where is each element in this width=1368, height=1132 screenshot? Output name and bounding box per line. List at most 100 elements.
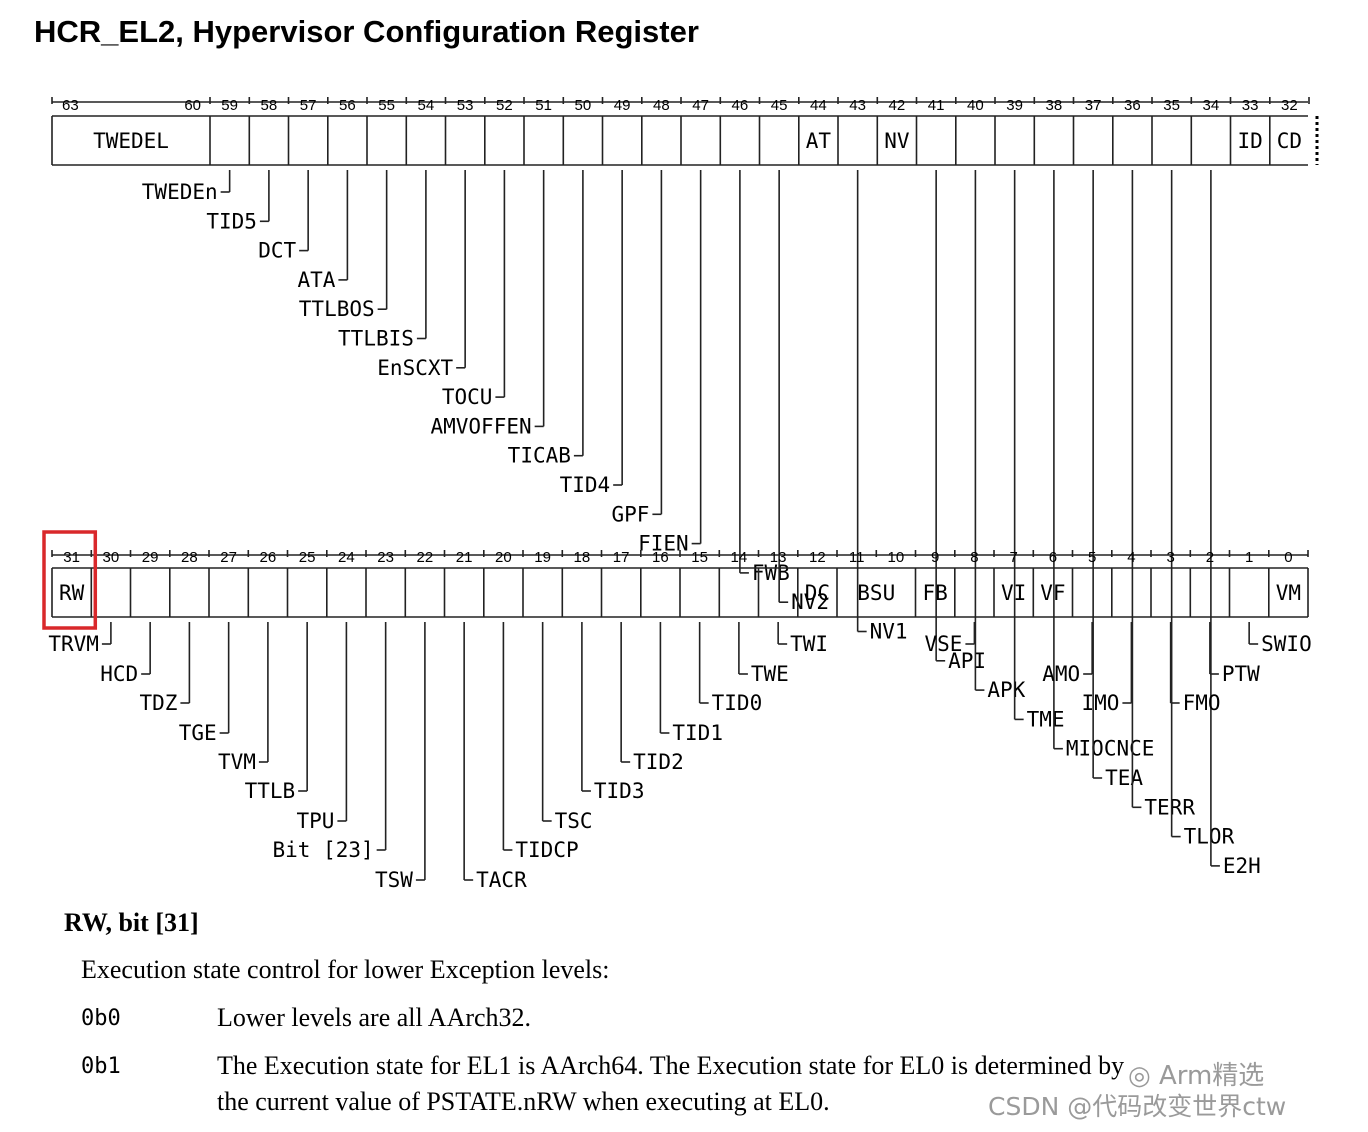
highlight-box bbox=[42, 530, 98, 630]
encoding-value: 0b0 bbox=[81, 1006, 121, 1031]
bit-number: 24 bbox=[338, 549, 355, 566]
field-callout: TIDCP bbox=[515, 838, 578, 862]
field-label: ID bbox=[1238, 129, 1263, 153]
field-callout: TID1 bbox=[672, 721, 723, 745]
bit-number: 29 bbox=[142, 549, 159, 566]
field-callout: IMO bbox=[1081, 691, 1119, 715]
bit-number: 10 bbox=[888, 549, 905, 566]
field-callout: HCD bbox=[100, 662, 138, 686]
field-label: FB bbox=[923, 581, 948, 605]
bit-number: 17 bbox=[613, 549, 630, 566]
field-callout: TVM bbox=[218, 750, 256, 774]
field-callout: PTW bbox=[1222, 662, 1260, 686]
field-callout: APK bbox=[987, 678, 1025, 702]
bit-number: 4 bbox=[1127, 549, 1135, 566]
bit-number: 21 bbox=[456, 549, 473, 566]
field-callout: TEA bbox=[1105, 766, 1143, 790]
field-callout: NV1 bbox=[870, 620, 908, 644]
field-callout: GPF bbox=[611, 502, 649, 526]
field-callout: TID4 bbox=[560, 473, 611, 497]
field-callout: TID2 bbox=[633, 750, 684, 774]
page-title: HCR_EL2, Hypervisor Configuration Regist… bbox=[34, 14, 699, 49]
field-label: RW bbox=[59, 581, 85, 605]
field-label: BSU bbox=[857, 581, 895, 605]
field-callout: TWI bbox=[790, 632, 828, 656]
bit-number: 20 bbox=[495, 549, 512, 566]
field-label: VF bbox=[1040, 581, 1065, 605]
field-callout: TWEDEn bbox=[142, 180, 218, 204]
field-callout: TSC bbox=[555, 809, 593, 833]
field-callout: DCT bbox=[258, 239, 296, 263]
watermark-logo: ◎ Arm精选 bbox=[1128, 1055, 1264, 1092]
field-callout: SWIO bbox=[1261, 632, 1312, 656]
watermark-text: Arm精选 bbox=[1158, 1061, 1265, 1091]
bit-number: 13 bbox=[770, 549, 787, 566]
field-callout: TTLB bbox=[245, 779, 296, 803]
field-callout: AMVOFFEN bbox=[430, 414, 531, 438]
bit-number: 47 bbox=[692, 97, 709, 114]
bit-number: 8 bbox=[970, 549, 978, 566]
bit-number: 7 bbox=[1009, 549, 1017, 566]
bit-number: 19 bbox=[534, 549, 551, 566]
bit-number: 42 bbox=[889, 97, 906, 114]
bit-number: 15 bbox=[691, 549, 708, 566]
bit-number: 53 bbox=[457, 97, 474, 114]
field-callout: FMO bbox=[1183, 691, 1221, 715]
field-description: Execution state control for lower Except… bbox=[81, 955, 610, 984]
bit-number: 39 bbox=[1006, 97, 1023, 114]
field-callout: TOCU bbox=[442, 385, 493, 409]
field-callout: TERR bbox=[1144, 795, 1195, 819]
field-callout: MIOCNCE bbox=[1066, 737, 1155, 761]
bit-number: 37 bbox=[1085, 97, 1102, 114]
bit-number: 18 bbox=[574, 549, 591, 566]
bit-number: 63 bbox=[62, 97, 79, 114]
bit-number: 28 bbox=[181, 549, 198, 566]
wechat-icon: ◎ bbox=[1128, 1061, 1151, 1091]
field-callout: TID0 bbox=[712, 691, 763, 715]
bit-number: 48 bbox=[653, 97, 670, 114]
watermark-text: CSDN @代码改变世界ctw bbox=[988, 1092, 1287, 1121]
bit-number: 55 bbox=[378, 97, 395, 114]
field-label: DC bbox=[805, 581, 830, 605]
bit-number: 45 bbox=[771, 97, 788, 114]
bit-number: 35 bbox=[1163, 97, 1180, 114]
field-callout: EnSCXT bbox=[377, 356, 453, 380]
field-callout: AMO bbox=[1042, 662, 1080, 686]
field-callout: TRVM bbox=[48, 632, 99, 656]
bit-number: 41 bbox=[928, 97, 945, 114]
bit-number: 27 bbox=[220, 549, 237, 566]
field-callout: TID3 bbox=[594, 779, 645, 803]
bit-number: 43 bbox=[849, 97, 866, 114]
field-callout: ATA bbox=[297, 268, 335, 292]
field-label: NV bbox=[884, 129, 910, 153]
field-callout: TSW bbox=[375, 868, 413, 892]
bit-number: 54 bbox=[418, 97, 435, 114]
bit-number: 1 bbox=[1245, 549, 1253, 566]
encoding-value: 0b1 bbox=[81, 1054, 121, 1079]
bit-number: 14 bbox=[731, 549, 748, 566]
bit-number: 32 bbox=[1281, 97, 1298, 114]
bit-number: 16 bbox=[652, 549, 669, 566]
bit-number: 46 bbox=[732, 97, 749, 114]
field-callout: TDZ bbox=[139, 691, 177, 715]
field-callout: TICAB bbox=[508, 444, 571, 468]
field-label: CD bbox=[1277, 129, 1302, 153]
field-callout: TTLBIS bbox=[338, 327, 414, 351]
field-callout: TWE bbox=[751, 662, 789, 686]
field-callout: API bbox=[948, 649, 986, 673]
bit-number: 59 bbox=[221, 97, 238, 114]
bit-number: 2 bbox=[1206, 549, 1214, 566]
field-label: AT bbox=[806, 129, 832, 153]
field-callout: Bit [23] bbox=[272, 838, 373, 862]
bit-number: 50 bbox=[575, 97, 592, 114]
bit-number: 11 bbox=[849, 549, 865, 566]
field-label: VI bbox=[1001, 581, 1026, 605]
bit-number: 30 bbox=[103, 549, 120, 566]
bit-number: 33 bbox=[1242, 97, 1259, 114]
bit-number: 49 bbox=[614, 97, 631, 114]
bit-number: 40 bbox=[967, 97, 984, 114]
bit-number: 58 bbox=[261, 97, 278, 114]
